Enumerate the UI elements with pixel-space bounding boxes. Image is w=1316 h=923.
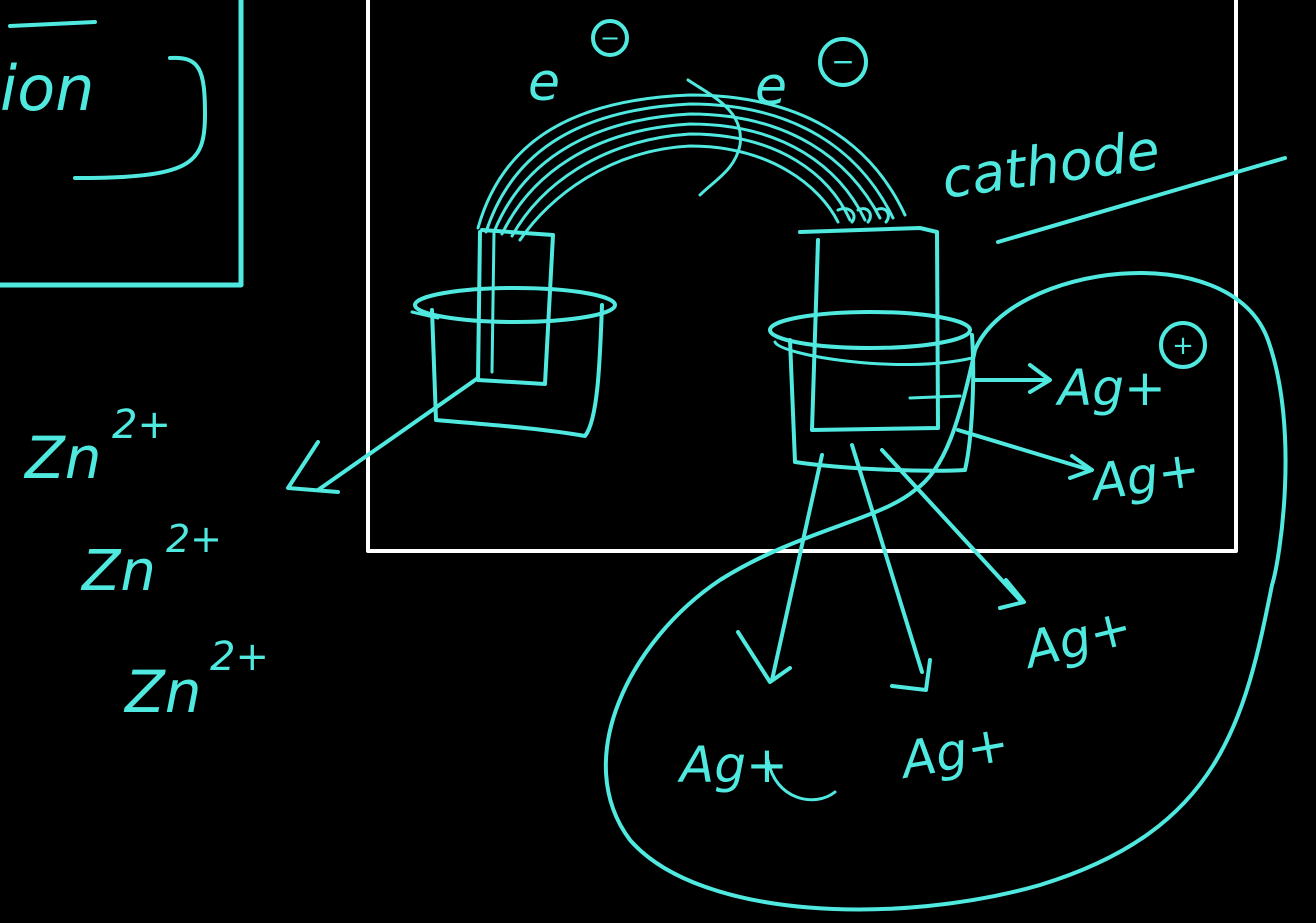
note-bracket	[73, 55, 207, 180]
charge-circle	[591, 19, 629, 57]
left-beaker	[430, 303, 604, 438]
zinc-release-arrow	[286, 376, 480, 494]
connecting-wires	[476, 78, 907, 242]
arrow-head	[890, 658, 932, 692]
ion-base: Zn	[23, 424, 102, 492]
ion-label: Ag+	[677, 736, 788, 794]
silver-ion-5: Ag+	[850, 443, 1013, 790]
left-electrode-inner	[490, 230, 496, 374]
ion-label: Ag+	[1086, 439, 1204, 512]
silver-ion-1: Ag+ +	[973, 321, 1207, 417]
zinc-ion-3: Zn 2+	[123, 634, 269, 726]
partial-boxed-note: ion	[0, 0, 244, 288]
left-half-cell	[410, 228, 617, 438]
note-frame	[0, 0, 244, 288]
note-text: ion	[0, 52, 94, 125]
zinc-ion-1: Zn 2+	[23, 402, 171, 492]
arrow-head	[286, 440, 340, 494]
plus-circle	[1159, 321, 1207, 369]
silver-ion-loop	[603, 271, 1288, 912]
enclosing-loop	[603, 271, 1288, 912]
charge-circle	[818, 37, 868, 87]
cathode-label: cathode	[938, 118, 1163, 211]
ion-charge: 2+	[112, 402, 171, 448]
right-electrode	[798, 226, 940, 432]
cathode-label-group: cathode	[938, 118, 1287, 244]
wire-6	[518, 144, 840, 242]
ion-charge: 2+	[166, 517, 222, 561]
zinc-ion-2: Zn 2+	[80, 517, 222, 604]
wire-2	[484, 102, 895, 234]
arrow-head	[1028, 363, 1052, 394]
ion-label: Ag+	[1016, 597, 1138, 680]
cathode-underline	[996, 156, 1287, 244]
right-beaker	[788, 333, 976, 473]
silver-ion-2: Ag+	[956, 428, 1204, 512]
charge-glyph: −	[600, 24, 620, 52]
wire-1	[476, 93, 907, 230]
arrow-shaft	[880, 448, 1022, 602]
electron-symbol: e	[528, 53, 560, 113]
ion-base: Zn	[123, 658, 202, 726]
electron-label-1: e −	[528, 19, 629, 113]
ion-base: Zn	[80, 539, 156, 604]
left-electrode	[476, 228, 555, 386]
right-half-cell	[768, 226, 976, 473]
arrow-head	[998, 578, 1026, 610]
arrow-head	[1068, 454, 1094, 480]
silver-ion-4: Ag+	[677, 453, 837, 802]
electron-path	[686, 78, 742, 197]
ion-label: Ag+	[894, 714, 1013, 790]
arrow-shaft	[770, 453, 824, 682]
arrow-shaft	[316, 376, 480, 492]
right-rim-front	[773, 340, 974, 367]
arrow-head	[736, 630, 792, 684]
right-electrode-mark	[908, 394, 962, 400]
arrow-shaft	[956, 428, 1092, 472]
left-beaker-rim	[413, 286, 617, 324]
right-beaker-rim	[768, 310, 972, 350]
arrow-shaft	[850, 443, 924, 674]
wire-4	[500, 122, 867, 236]
electron-label-2: e −	[755, 37, 868, 117]
ion-label: Ag+	[1055, 359, 1166, 417]
electron-symbol: e	[755, 57, 787, 117]
wire-3	[492, 112, 882, 234]
note-overline	[8, 20, 97, 28]
ion-charge: 2+	[210, 634, 269, 680]
wire-end-loops	[836, 207, 890, 224]
charge-glyph: −	[831, 45, 854, 78]
wire-5	[510, 132, 852, 238]
ion-charge-circle	[766, 758, 837, 802]
plus-glyph: +	[1172, 331, 1194, 361]
